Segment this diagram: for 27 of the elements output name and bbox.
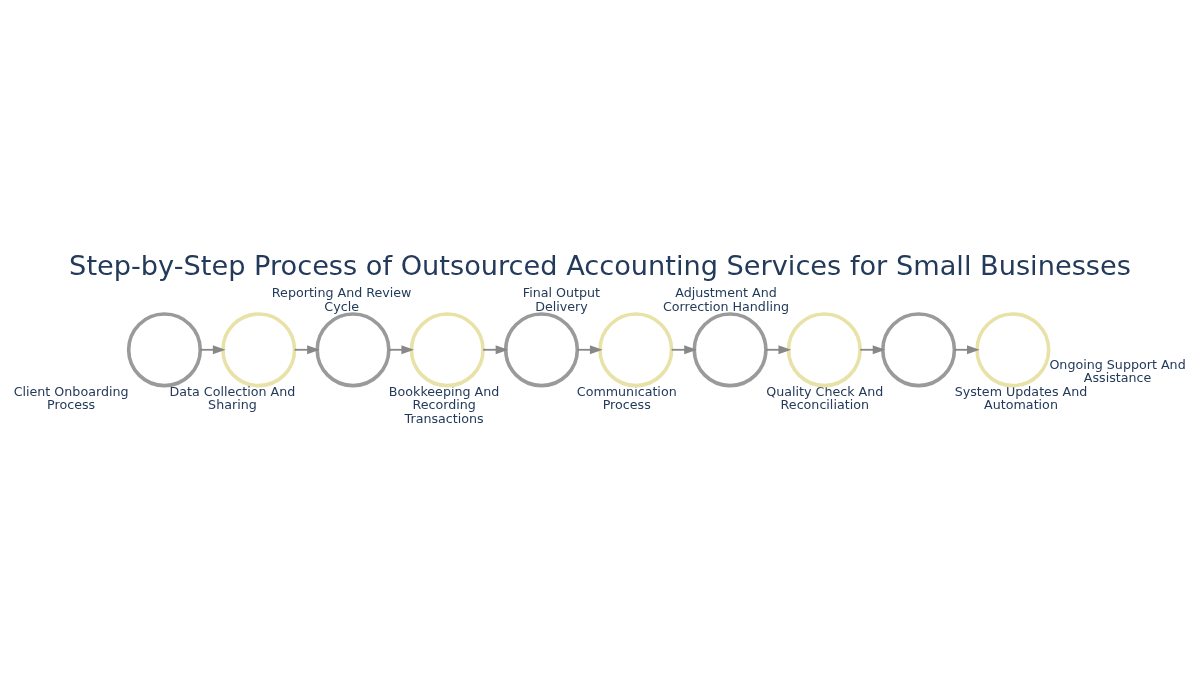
node-label: Quality Check And Reconciliation (766, 383, 884, 412)
node-circle (409, 311, 485, 387)
arrow (576, 344, 603, 354)
node-label: Data Collection And Sharing (169, 383, 296, 412)
arrow (293, 344, 320, 354)
node-circle (598, 311, 674, 387)
arrow (953, 344, 980, 354)
node-label: Adjustment And Correction Handling (662, 284, 790, 314)
node-label: Ongoing Support And Assistance (1049, 356, 1186, 385)
node-circle (881, 311, 957, 387)
node-circle (975, 311, 1051, 387)
arrow (765, 344, 792, 354)
node-circle (786, 311, 862, 387)
arrow (482, 344, 509, 354)
node-label: Final Output Delivery (522, 284, 601, 314)
node-circle (221, 311, 297, 387)
node-label: Communication Process (576, 383, 677, 412)
arrow (387, 344, 415, 354)
node-circle (126, 311, 203, 387)
node-label: Bookkeeping And Recording Transactions (388, 383, 500, 426)
diagram-title: Step-by-Step Process of Outsourced Accounting Services for Small Businesses (69, 249, 1131, 281)
arrow (859, 344, 886, 354)
arrow (670, 344, 697, 354)
node-label: System Updates And Automation (954, 383, 1088, 412)
node-label: Client Onboarding Process (13, 383, 129, 412)
node-label: Reporting And Review Cycle (271, 284, 412, 314)
arrow (199, 344, 226, 354)
